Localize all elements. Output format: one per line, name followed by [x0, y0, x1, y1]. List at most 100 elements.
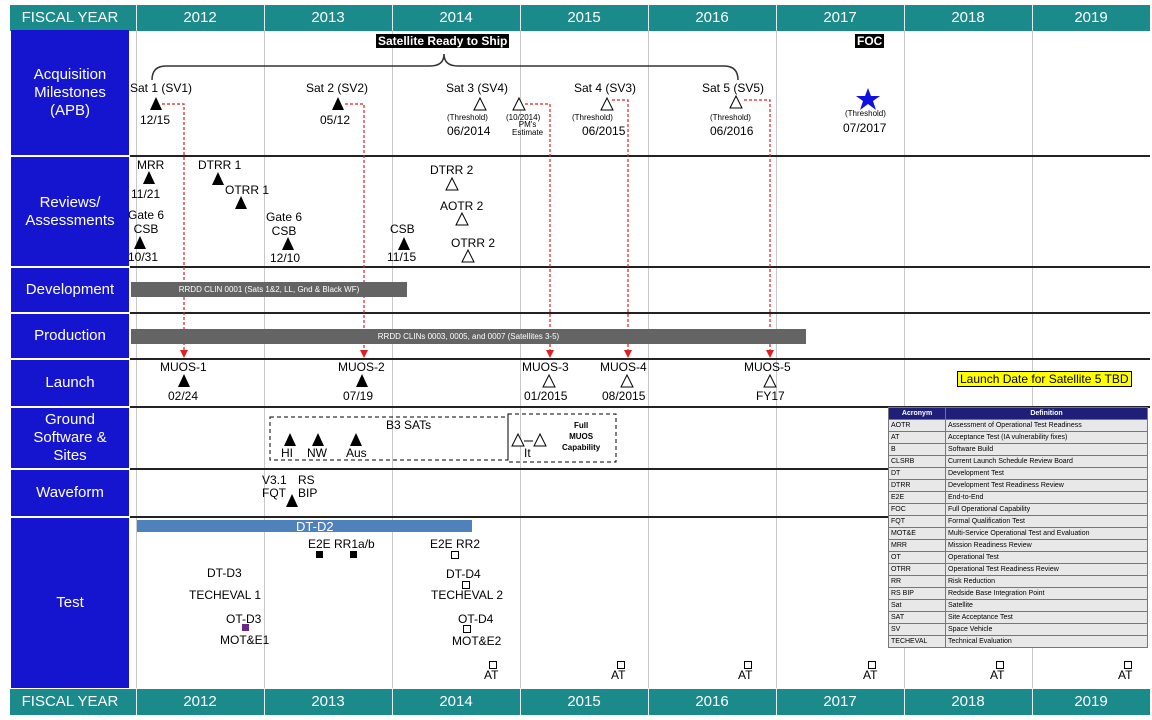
at-label-2019: AT	[1118, 668, 1133, 682]
gate6a-triangle	[134, 236, 146, 249]
sat3-est-open-triangle	[512, 96, 526, 111]
dt-d2-bar	[137, 520, 472, 532]
year-2013: 2013	[311, 693, 345, 710]
otrr2-label: OTRR 2	[451, 236, 496, 250]
at-label-2015: AT	[611, 668, 626, 682]
full-capability-box	[507, 413, 617, 463]
definition-cell: Space Vehicle	[945, 623, 1148, 636]
definition-cell: Acceptance Test (IA vulnerability fixes)	[945, 431, 1148, 444]
sat3-date: 06/2014	[447, 124, 491, 138]
full-capability-label: Full MUOS Capability	[562, 421, 601, 452]
ship-brace	[151, 53, 739, 81]
acronym-cell: MOT&E	[888, 527, 946, 540]
arrow-sat4-muos4	[612, 99, 629, 356]
at-label-2018: AT	[990, 668, 1005, 682]
year-2019: 2019	[1074, 693, 1108, 710]
row-divider	[130, 312, 1150, 314]
at-label-2017: AT	[863, 668, 878, 682]
fiscal-year-label: FISCAL YEAR	[21, 693, 119, 710]
row-divider	[130, 516, 888, 518]
row-divider	[130, 155, 1150, 157]
sat3-est: (10/2014)	[506, 113, 541, 122]
arrow-sat5-muos5	[744, 99, 771, 356]
muos5-date: FY17	[756, 389, 785, 403]
row-divider	[130, 468, 888, 470]
fiscal-year-label: FISCAL YEAR	[21, 9, 119, 26]
definition-cell: Risk Reduction	[945, 575, 1148, 588]
row-divider	[130, 358, 1150, 360]
dtrr1-label: DTRR 1	[198, 158, 242, 172]
ot-d3-marker	[242, 624, 249, 631]
ot-d3-label: OT-D3	[226, 612, 262, 626]
nw-label: NW	[307, 446, 327, 460]
year-2014: 2014	[439, 9, 473, 26]
at-marker-2017	[868, 661, 876, 669]
year-2012: 2012	[183, 693, 217, 710]
at-marker-2019	[1124, 661, 1132, 669]
muos3-date: 01/2015	[524, 389, 568, 403]
sat2-date: 05/12	[320, 113, 351, 127]
v31-fqt-label: V3.1 FQT	[262, 473, 287, 500]
sat4-open-triangle	[600, 96, 614, 111]
acronym-cell: B	[888, 443, 946, 456]
row-label-production: Production	[11, 314, 129, 358]
year-2015: 2015	[567, 693, 601, 710]
aus-label: Aus	[346, 446, 367, 460]
foc-label: FOC	[855, 34, 885, 48]
muos1-date: 02/24	[168, 389, 199, 403]
sat5-label: Sat 5 (SV5)	[702, 81, 765, 95]
muos1-label: MUOS-1	[160, 360, 207, 374]
sat3-label: Sat 3 (SV4)	[446, 81, 509, 95]
sat4-threshold: (Threshold)	[572, 113, 613, 122]
row-label-launch: Launch	[11, 360, 129, 406]
development-bar: RRDD CLIN 0001 (Sats 1&2, LL, Gnd & Blac…	[131, 282, 407, 297]
top-year-bar: FISCAL YEAR 2012 2013 2014 2015 2016 201…	[10, 5, 1150, 31]
acronym-cell: OT	[888, 551, 946, 564]
muos5-open-triangle	[763, 373, 777, 388]
definition-cell: Assessment of Operational Test Readiness	[945, 419, 1148, 432]
definition-header: Definition	[945, 407, 1148, 420]
muos4-date: 08/2015	[602, 389, 646, 403]
sat2-triangle	[332, 97, 344, 110]
muos5-label: MUOS-5	[744, 360, 791, 374]
hi-triangle	[284, 433, 296, 446]
launch-tbd-note: Launch Date for Satellite 5 TBD	[957, 371, 1132, 387]
year-2016: 2016	[695, 693, 729, 710]
muos3-label: MUOS-3	[522, 360, 569, 374]
sat5-open-triangle	[729, 94, 743, 109]
sat4-date: 06/2015	[582, 124, 626, 138]
definition-cell: Multi-Service Operational Test and Evalu…	[945, 527, 1148, 540]
mrr-date: 11/21	[131, 187, 161, 201]
acronym-cell: TECHEVAL	[888, 635, 946, 648]
ot-d4-label: OT-D4	[458, 612, 494, 626]
definition-cell: Development Test Readiness Review	[945, 479, 1148, 492]
acronym-cell: AOTR	[888, 419, 946, 432]
year-2014: 2014	[439, 693, 473, 710]
muos4-open-triangle	[620, 373, 634, 388]
muos4-label: MUOS-4	[600, 360, 647, 374]
acronym-cell: CLSRB	[888, 455, 946, 468]
mote1-label: MOT&E1	[220, 633, 270, 647]
sat1-label: Sat 1 (SV1)	[130, 81, 193, 95]
aus-triangle	[350, 433, 362, 446]
acronym-cell: RR	[888, 575, 946, 588]
acronym-header: Acronym	[888, 407, 946, 420]
sat1-triangle	[150, 97, 162, 110]
foc-date: 07/2017	[843, 121, 887, 135]
dtrr2-open-triangle	[445, 176, 459, 191]
acronym-cell: RS BIP	[888, 587, 946, 600]
ot-d4-marker	[463, 625, 471, 633]
at-marker-2016	[744, 661, 752, 669]
